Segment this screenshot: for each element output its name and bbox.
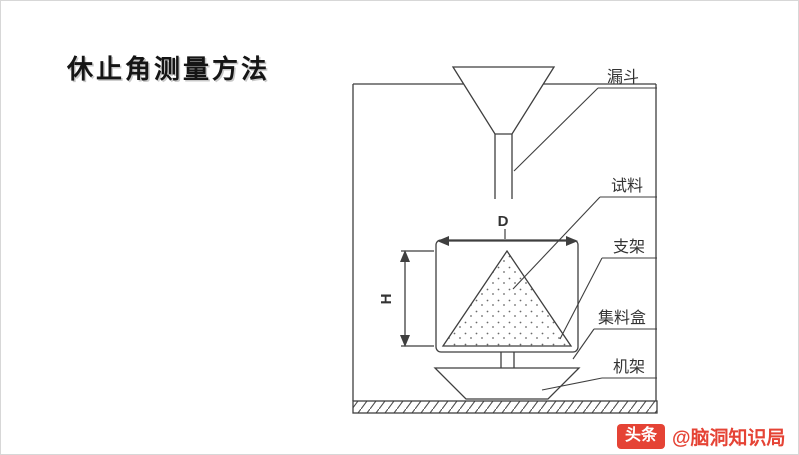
dimension-d: D (437, 213, 578, 246)
pedestal-dish-shape (433, 367, 581, 400)
annotation-collection-box: 集料盒 (572, 309, 657, 360)
leader-line (513, 87, 599, 172)
box-stem (500, 352, 515, 368)
watermark: 头条 @脑洞知识局 (617, 423, 786, 450)
leader-line (512, 196, 601, 290)
funnel-shape (451, 66, 556, 199)
page-title: 休止角测量方法 (67, 54, 271, 84)
dimension-d-label: D (498, 213, 509, 230)
annotation-machine-frame: 机架 (541, 358, 657, 391)
label-collection-box: 集料盒 (598, 309, 646, 327)
label-sample: 试料 (611, 177, 643, 195)
dimension-h-label: H (378, 294, 395, 305)
toutiao-badge: 头条 (617, 424, 666, 449)
leader-line (559, 257, 603, 340)
watermark-handle: @脑洞知识局 (672, 428, 786, 449)
dimension-h: H (378, 250, 434, 347)
leader-line (572, 328, 595, 360)
ground-hatch (352, 400, 658, 414)
annotation-support: 支架 (559, 238, 657, 340)
sample-cone (441, 249, 573, 347)
annotation-funnel: 漏斗 (513, 68, 657, 172)
label-funnel: 漏斗 (607, 68, 639, 86)
label-machine-frame: 机架 (613, 358, 645, 376)
annotation-sample: 试料 (512, 177, 657, 290)
label-support: 支架 (613, 238, 645, 256)
leader-line (541, 377, 603, 391)
